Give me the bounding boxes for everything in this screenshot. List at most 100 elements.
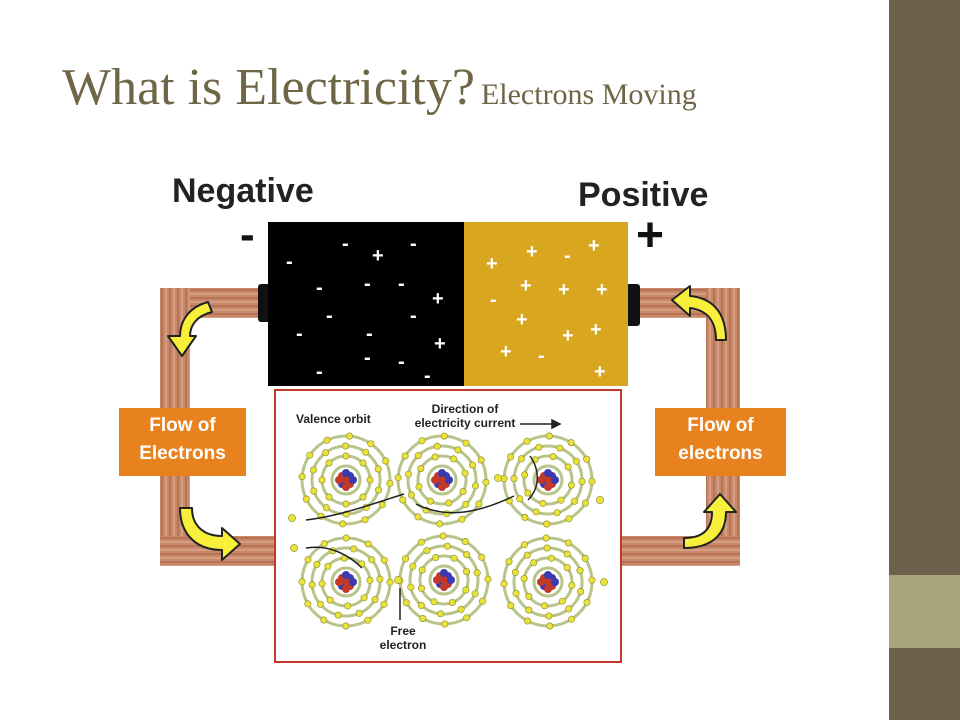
battery: -+- --- -+ -- --+ -- -- +-+ ++ -++ +++ +… bbox=[258, 222, 640, 387]
svg-text:+: + bbox=[516, 309, 528, 331]
atom bbox=[500, 534, 596, 630]
flow-of-electrons-left: Flow of Electrons bbox=[119, 408, 246, 476]
nucleus-particle bbox=[433, 576, 441, 584]
electron bbox=[542, 534, 550, 542]
electron bbox=[436, 520, 444, 528]
nucleus-particle bbox=[537, 476, 545, 484]
battery-positive-half bbox=[464, 222, 628, 386]
nucleus-particle bbox=[349, 578, 357, 586]
electron bbox=[309, 466, 317, 474]
nucleus-particle bbox=[544, 476, 552, 484]
arrow-left-top bbox=[167, 301, 213, 357]
electron bbox=[320, 616, 328, 624]
electron bbox=[477, 456, 485, 464]
electron bbox=[417, 464, 425, 472]
valence-orbit-label: Valence orbit bbox=[296, 412, 371, 426]
svg-text:-: - bbox=[326, 305, 333, 327]
electron bbox=[478, 597, 486, 605]
electron bbox=[581, 499, 589, 507]
electron bbox=[431, 453, 439, 461]
electron bbox=[525, 592, 533, 600]
nucleus-particle bbox=[544, 585, 552, 593]
electron bbox=[572, 457, 580, 465]
svg-text:-: - bbox=[490, 289, 497, 311]
svg-text:-: - bbox=[364, 347, 371, 369]
electron bbox=[409, 562, 417, 570]
electron bbox=[543, 520, 551, 528]
electron bbox=[361, 516, 369, 524]
flow-of-electrons-right: Flow of electrons bbox=[655, 408, 786, 476]
electron bbox=[359, 459, 367, 467]
svg-text:+: + bbox=[596, 279, 608, 301]
svg-text:-: - bbox=[286, 251, 293, 273]
electron bbox=[462, 586, 470, 594]
electron bbox=[417, 538, 425, 546]
electron bbox=[520, 575, 528, 583]
electron bbox=[563, 550, 571, 558]
electron bbox=[471, 482, 479, 490]
electron bbox=[462, 500, 470, 508]
electron bbox=[308, 581, 316, 589]
svg-text:+: + bbox=[500, 341, 512, 363]
atom-inset bbox=[274, 389, 622, 663]
electron bbox=[426, 497, 434, 505]
nucleus-particle bbox=[349, 476, 357, 484]
slide-title: What is Electricity?Electrons Moving bbox=[62, 58, 697, 117]
electron bbox=[441, 620, 449, 628]
electron bbox=[482, 478, 490, 486]
title-main: What is Electricity? bbox=[62, 59, 475, 116]
electron bbox=[359, 493, 367, 501]
electron bbox=[306, 451, 314, 459]
electron bbox=[417, 584, 425, 592]
nucleus-particle bbox=[445, 476, 453, 484]
electron bbox=[423, 547, 431, 555]
free-electron bbox=[394, 576, 402, 584]
electron bbox=[543, 544, 551, 552]
orbit-ring bbox=[330, 464, 362, 496]
electron bbox=[448, 598, 456, 606]
electron bbox=[313, 560, 321, 568]
nucleus-particle bbox=[544, 469, 552, 477]
electron bbox=[374, 465, 382, 473]
electron bbox=[450, 554, 458, 562]
electron bbox=[344, 602, 352, 610]
svg-text:-: - bbox=[564, 245, 571, 267]
electron bbox=[511, 568, 519, 576]
electron bbox=[505, 558, 513, 566]
flow-right-line2: electrons bbox=[678, 443, 763, 464]
svg-text:+: + bbox=[520, 275, 532, 297]
electron bbox=[342, 622, 350, 630]
electron bbox=[443, 542, 451, 550]
electron bbox=[588, 576, 596, 584]
electron bbox=[414, 513, 422, 521]
battery-charges: -+- --- -+ -- --+ -- -- +-+ ++ -++ +++ +… bbox=[286, 233, 608, 387]
electron bbox=[345, 432, 353, 440]
svg-text:+: + bbox=[434, 333, 446, 355]
nucleus-particle bbox=[335, 578, 343, 586]
electron bbox=[418, 566, 426, 574]
electron bbox=[334, 611, 342, 619]
electron bbox=[568, 615, 576, 623]
electron bbox=[376, 575, 384, 583]
nucleus-particle bbox=[440, 583, 448, 591]
orbit-ring bbox=[428, 564, 460, 596]
electron bbox=[535, 443, 543, 451]
electron bbox=[524, 489, 532, 497]
electron bbox=[541, 602, 549, 610]
direction-label-line1: Direction of bbox=[431, 402, 499, 416]
nucleus-particle bbox=[551, 578, 559, 586]
electron bbox=[553, 509, 561, 517]
electron bbox=[326, 596, 334, 604]
arrow-right-top bbox=[671, 285, 727, 341]
svg-text:-: - bbox=[538, 345, 545, 367]
electron bbox=[360, 594, 368, 602]
electron bbox=[568, 581, 576, 589]
svg-text:-: - bbox=[398, 273, 405, 295]
svg-text:+: + bbox=[432, 288, 444, 310]
electron bbox=[322, 504, 330, 512]
electron bbox=[342, 452, 350, 460]
nucleus-particle bbox=[544, 571, 552, 579]
electron bbox=[419, 614, 427, 622]
orbit-ring bbox=[330, 566, 362, 598]
